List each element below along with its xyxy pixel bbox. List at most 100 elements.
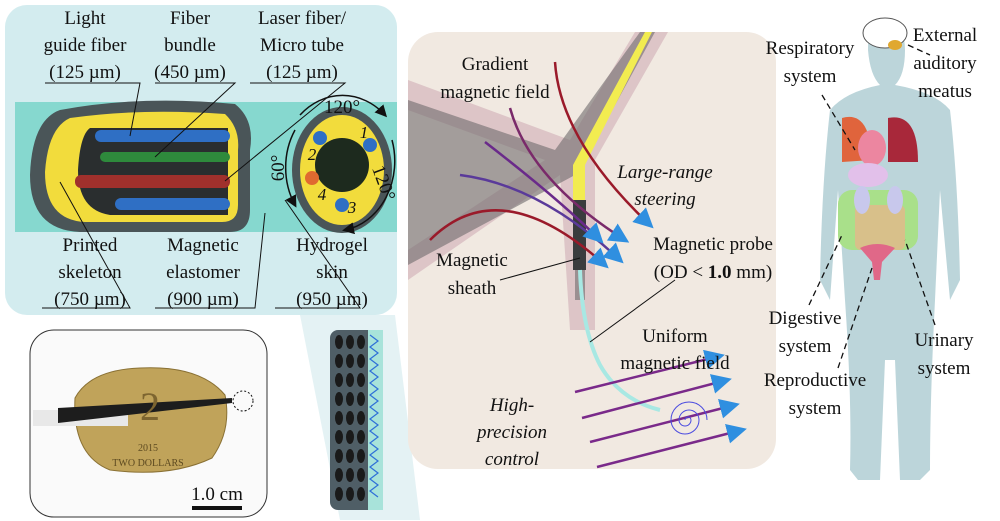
magnetic-particle: [346, 354, 354, 368]
coin-photo-panel: 2 2015 TWO DOLLARS 1.0 cm: [29, 329, 268, 518]
channel-2: 2: [308, 145, 317, 164]
light-guide-fiber: [95, 130, 230, 142]
light-guide-label: Light guide fiber (125 µm): [44, 8, 128, 83]
channel-1: 1: [360, 123, 369, 142]
magnetic-particle: [357, 335, 365, 349]
gradient-field-lines: [429, 61, 654, 269]
magnetic-particle: [335, 354, 343, 368]
skin-strip: [330, 330, 383, 510]
angle-arc-top: [299, 94, 388, 118]
angle-arc-right: [342, 139, 396, 235]
label-line: elastomer: [166, 262, 241, 283]
coin-numeral: 2: [140, 384, 160, 429]
magnetic-particles: [335, 335, 365, 501]
magnetic-elastomer-label: Magnetic elastomer (900 µm): [166, 235, 241, 310]
label-line: Micro tube: [260, 35, 344, 56]
leader-lines: [42, 82, 361, 309]
probe-structure-panel: Light guide fiber (125 µm) Fiber bundle …: [5, 5, 420, 520]
label-line: Printed: [63, 235, 118, 256]
magnetic-particle: [335, 430, 343, 444]
magnetic-particle: [346, 335, 354, 349]
magnetic-particle: [335, 411, 343, 425]
label-line: bundle: [164, 35, 216, 56]
angle-label-left: 60°: [268, 155, 289, 182]
angle-arc-left: [284, 129, 297, 208]
urinary-label: Urinary: [914, 330, 974, 351]
label-line: skeleton: [58, 262, 122, 283]
magnetic-sheath-label: Magnetic: [436, 250, 508, 271]
liver: [848, 163, 888, 187]
light-guide-fiber-2: [115, 198, 230, 210]
label-line: (900 µm): [167, 289, 239, 310]
magnetic-particle: [357, 373, 365, 387]
channel-4: 4: [318, 185, 327, 204]
uniform-field-label: magnetic field: [620, 353, 730, 374]
label-line: guide fiber: [44, 35, 128, 56]
magnetic-particle: [346, 430, 354, 444]
large-range-label: steering: [634, 189, 695, 210]
angle-label-top: 120°: [324, 97, 360, 118]
label-line: Laser fiber/: [258, 8, 347, 29]
uniform-field-arrows: [574, 349, 747, 469]
probe-leader: [589, 279, 676, 343]
left-lung: [888, 117, 918, 162]
digestive-label: system: [779, 336, 832, 357]
reproductive-label: Reproductive: [764, 370, 866, 391]
magnetic-particle: [335, 449, 343, 463]
fiber-bundle-section: [315, 138, 369, 192]
magnetic-particle: [357, 468, 365, 482]
uterus: [860, 244, 895, 280]
sheath-leader: [499, 257, 581, 281]
magnetic-particle: [346, 468, 354, 482]
magnetic-particle: [346, 449, 354, 463]
magnetic-particle: [346, 411, 354, 425]
od-prefix: (OD <: [654, 262, 708, 283]
tip-circle: [232, 390, 254, 412]
label-line: Fiber: [170, 8, 211, 29]
digestive-label: Digestive: [769, 308, 842, 329]
label-line: Hydrogel: [296, 235, 368, 256]
channel-3-dot: [335, 198, 349, 212]
urinary-label: system: [918, 358, 971, 379]
magnetic-particle: [335, 373, 343, 387]
channel-2-dot: [363, 138, 377, 152]
coin: [74, 367, 228, 473]
high-precision-label: control: [485, 449, 539, 470]
uniform-field-label: Uniform: [642, 326, 708, 347]
od-value: 1.0: [708, 262, 732, 283]
label-line: (125 µm): [266, 62, 338, 83]
label-line: Light: [64, 8, 106, 29]
coin-year: 2015: [138, 443, 158, 454]
magnetic-particle: [335, 335, 343, 349]
magnetic-particle: [357, 411, 365, 425]
label-line: (950 µm): [296, 289, 368, 310]
label-line: Magnetic: [167, 235, 239, 256]
label-line: (750 µm): [54, 289, 126, 310]
magnetic-particle: [346, 392, 354, 406]
hydrogel-chains: [369, 334, 379, 498]
auditory-label: auditory: [913, 53, 977, 74]
magnetic-particle: [335, 392, 343, 406]
heart: [858, 130, 886, 166]
channel-4-dot: [305, 171, 319, 185]
od-label: (OD < 1.0 mm): [654, 262, 772, 283]
respiratory-label: Respiratory: [766, 38, 855, 59]
vessel-inner: [408, 32, 655, 300]
core-cavity: [78, 128, 228, 215]
kidney-left: [854, 186, 870, 214]
scale-bar-label: 1.0 cm: [191, 484, 243, 505]
channel-1-dot: [313, 131, 327, 145]
reproductive-label: system: [789, 398, 842, 419]
fiber-bundle-label: Fiber bundle (450 µm): [154, 8, 226, 83]
organ-leaders: [808, 44, 936, 369]
magnetic-particle: [346, 373, 354, 387]
respiratory-label: system: [784, 66, 837, 87]
probe-yellow: [573, 32, 652, 200]
magnetic-particle: [357, 449, 365, 463]
channel-3: 3: [347, 198, 357, 217]
steering-panel: Gradient magnetic field Large-range stee…: [408, 32, 776, 470]
fiber-bundle: [100, 152, 230, 162]
magnetic-probe: [578, 269, 661, 412]
